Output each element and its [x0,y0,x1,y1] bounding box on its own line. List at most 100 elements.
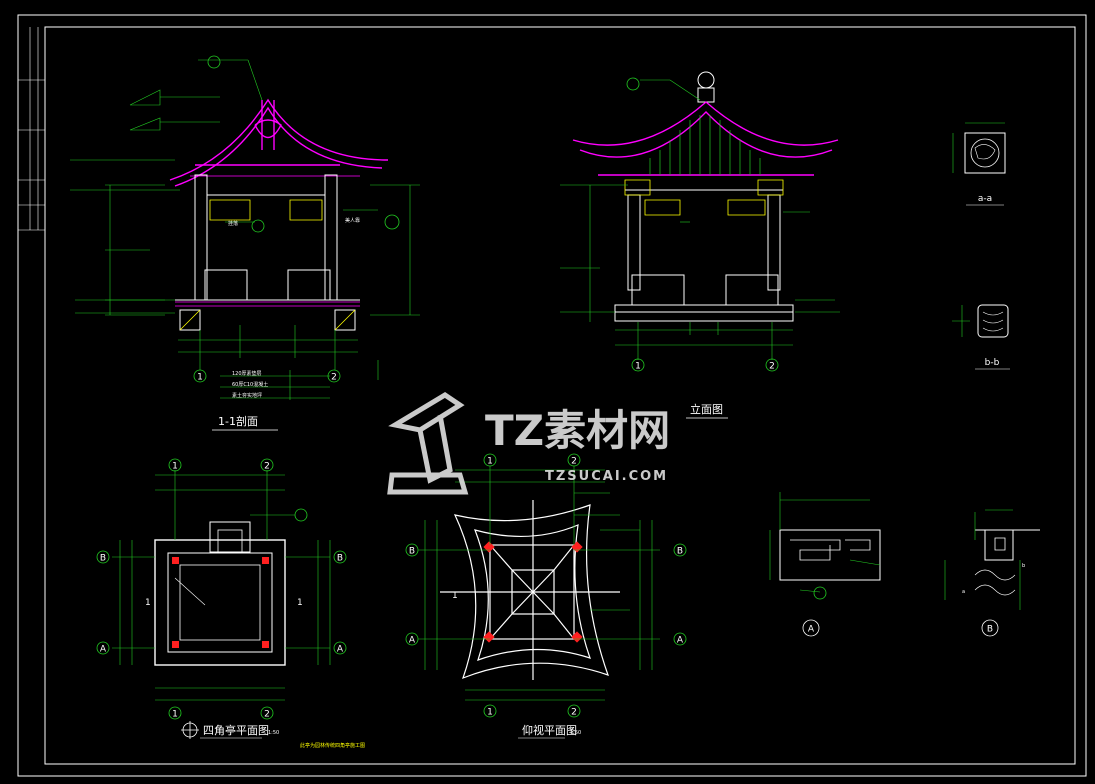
north-arrow [181,721,199,739]
elevation-view: 1 2 立面图 [560,71,840,419]
base-plan-grid-1-top-bubble [168,458,182,472]
roof-plan-grid-1-top: 1 [487,457,493,467]
roof-plan-grid-1-bottom-bubble [483,704,497,718]
roof-plan-grid-B-left-bubble [405,543,419,557]
section-label-gualuo: 挂落 [228,220,238,227]
section-callout-ring-top [207,55,221,69]
base-plan-grid-A-right-bubble [333,641,347,655]
base-plan-grid-B-right: B [337,554,343,564]
watermark-sub-text: TZSUCAI.COM [545,469,668,484]
outer-frame [17,14,1087,777]
detail-B-small-a: a [962,589,965,595]
base-plan-grid-A-left: A [100,645,107,655]
detail-A-label: A [808,625,815,635]
section-title: 1-1剖面 [218,414,258,428]
detail-A-label-bubble [802,619,820,637]
roof-plan-scale: 1:50 [570,730,581,736]
roof-plan-grid-A-right-bubble [673,632,687,646]
base-plan-grid-A-right: A [337,645,344,655]
title-strip [18,27,45,231]
elevation-dimensions [560,79,840,360]
elevation-grid-1: 1 [635,362,641,372]
elevation-roof-tiles [649,115,761,175]
section-details [179,199,356,331]
roof-plan-cut-left: 1 [452,591,458,601]
roof-plan-grid-A-left: A [409,636,416,646]
base-plan-grid-B-left: B [100,554,106,564]
base-plan-grid-2-bottom: 2 [264,710,270,720]
base-plan-grid-A-left-bubble [96,641,110,655]
elevation-structure [614,189,794,322]
roof-plan-grid-A-right: A [677,636,684,646]
detail-B-small-b: b [1022,563,1025,569]
roof-plan-grid-1-bottom: 1 [487,708,493,718]
base-plan-dimensions [112,470,331,701]
base-plan-grid-1-top: 1 [172,462,178,472]
detail-aa: a-a [952,122,1006,206]
base-plan-grid-B-right-bubble [333,550,347,564]
detail-bb: b-b [952,304,1010,370]
base-plan-columns [172,557,269,648]
base-plan-grid-1-bottom-bubble [168,706,182,720]
elevation-grid-2: 2 [769,362,775,372]
section-structure [175,174,360,331]
drawing-note: 此亭为园林传统四角亭施工图 [300,742,365,749]
detail-A-callout-ring [813,586,827,600]
section-callout-ring-side [384,214,400,230]
detail-B-label: B [987,625,993,635]
roof-plan-title: 仰视平面图 [522,723,577,737]
roof-plan-grid-A-left-bubble [405,632,419,646]
section-foundation-note-2: 60厚C10混凝土 [232,381,268,388]
roof-plan-dimensions [418,466,660,701]
section-grid-2-bubble [327,369,341,383]
base-plan-grid-B-left-bubble [96,550,110,564]
base-plan-cut-left: 1 [145,598,151,608]
elevation-title: 立面图 [690,402,723,416]
base-plan-cut-right: 1 [297,598,303,608]
detail-B-label-bubble [981,619,999,637]
section-grid-2: 2 [331,373,337,383]
section-view: 1 2 120厚素垫层 60厚C10混凝土 素土夯实地坪 美人靠 挂落 1-1剖… [70,55,420,431]
section-foundation-note-3: 素土夯实地坪 [232,392,262,399]
base-plan-title: 四角亭平面图 [203,723,269,737]
roof-plan-grid-1-top-bubble [483,453,497,467]
roof-plan-grid-B-left: B [409,547,415,557]
roof-plan-grid-2-top-bubble [567,453,581,467]
detail-A-view: A [769,492,881,637]
section-callout-ring-A [251,219,265,233]
roof-plan-grid-2-bottom: 2 [571,708,577,718]
roof-plan-view: 1 1 2 1 2 B [405,453,687,739]
roof-plan-grid-B-right: B [677,547,683,557]
inner-frame [44,26,1076,765]
base-plan-grid-2-bottom-bubble [260,706,274,720]
roof-plan-grid-2-top: 2 [571,457,577,467]
section-roof-hatch [175,175,360,307]
section-grid-1-bubble [193,369,207,383]
elevation-grid-1-bubble [631,358,645,372]
section-grid-1: 1 [197,373,203,383]
base-plan-scale: 1:50 [268,730,279,736]
elevation-grid-2-bubble [765,358,779,372]
elevation-roof [572,101,839,176]
base-plan-grid-2-top-bubble [260,458,274,472]
roof-plan-outline [440,500,620,680]
section-roof [169,98,389,187]
detail-aa-label: a-a [978,194,992,204]
base-plan-section-mark [294,508,308,522]
base-plan-grid-1-bottom: 1 [172,710,178,720]
elevation-brackets [624,179,784,216]
watermark: TZ素材网 TZSUCAI.COM [387,392,670,495]
base-plan-view: 1 1 1 2 1 2 B A B [96,458,347,739]
section-foundation-note-1: 120厚素垫层 [232,370,262,377]
section-label-meirenkao: 美人靠 [345,217,360,224]
detail-bb-label: b-b [985,358,1000,368]
roof-plan-grid-2-bottom-bubble [567,704,581,718]
watermark-logo-icon [387,392,469,495]
base-plan-grid-2-top: 2 [264,462,270,472]
detail-B-view: a b B [944,509,1040,637]
section-dimensions [70,59,420,400]
elevation-callout-ring [626,77,640,91]
watermark-main-text: TZ素材网 [485,406,670,455]
roof-plan-grid-B-right-bubble [673,543,687,557]
